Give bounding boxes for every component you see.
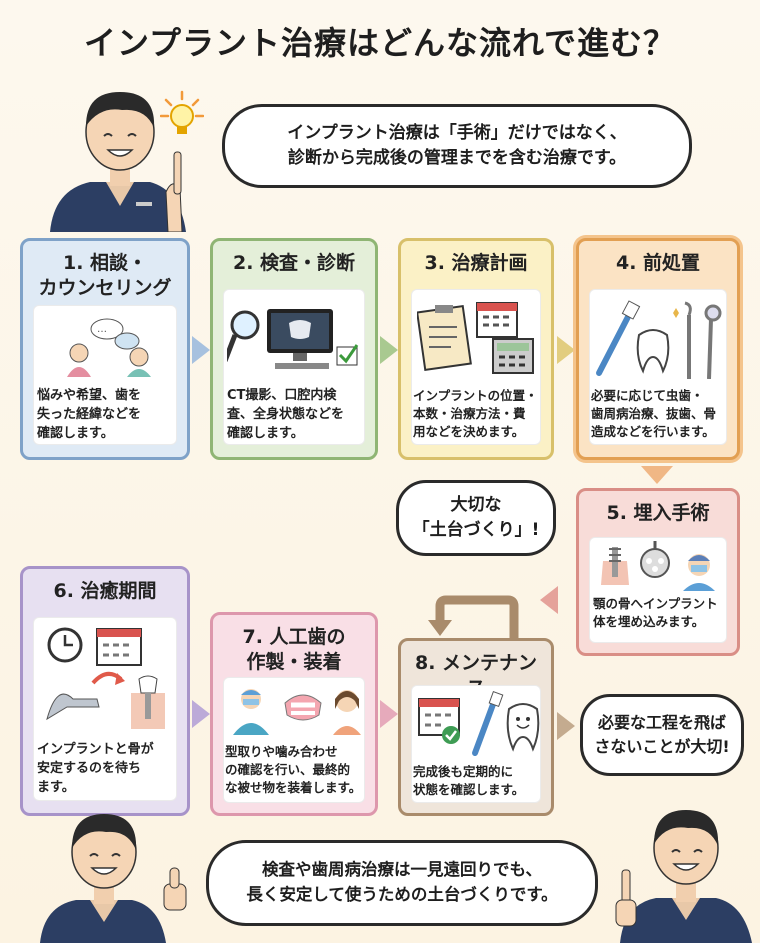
step-3-line-3: 用などを決めます。: [413, 424, 525, 440]
prosthesis-icons: [233, 689, 361, 735]
step-7-line-3: な被せ物を装着します。: [225, 780, 362, 796]
step-1-description: 悩みや希望、歯を 失った経緯などを 確認します。: [37, 387, 173, 444]
step-1-line-3: 確認します。: [37, 425, 114, 441]
surgery-icons: [601, 541, 715, 591]
doctor-pointing-illustration: [50, 92, 186, 232]
important-callout-bubble: 必要な工程を飛ば さないことが大切!: [580, 694, 744, 776]
important-line-1: 必要な工程を飛ば: [597, 713, 726, 732]
step-5-line-2: 体を埋め込みます。: [593, 614, 705, 630]
step-card-5: 5. 埋入手術 顎の骨へインプラント 体を埋め込みます。: [576, 488, 740, 656]
lightbulb-icon: [160, 90, 204, 134]
planning-icons: [417, 302, 534, 374]
step-1-title-line-1: 1. 相談・: [62, 252, 148, 274]
step-5-description: 顎の骨へインプラント 体を埋め込みます。: [593, 595, 731, 631]
step-4-line-2: 歯周病治療、抜歯、骨: [591, 406, 717, 422]
step-2-line-2: 査、全身状態などを: [227, 406, 345, 422]
maintenance-loop-arrow: [428, 595, 519, 640]
step-1-line-1: 悩みや希望、歯を: [37, 388, 142, 403]
step-8-description: 完成後も定期的に 状態を確認します。: [413, 763, 543, 799]
doctor-thumbs-up-illustration: [40, 814, 187, 943]
step-6-line-3: ます。: [37, 779, 75, 795]
step-6-line-2: 安定するのを待ち: [37, 760, 142, 776]
step-2-line-1: CT撮影、口腔内検: [227, 388, 337, 403]
step-1-line-2: 失った経緯などを: [37, 406, 142, 422]
step-card-8: 8. メンテナンス 完成後も定期的に 状態を確認します。: [398, 638, 554, 816]
pretreatment-icons: [596, 300, 722, 379]
step-card-1: 1. 相談・カウンセリング … 悩みや希望、歯を 失った経緯などを 確認します。: [20, 238, 190, 460]
step-4-line-1: 必要に応じて虫歯・: [591, 388, 704, 403]
maintenance-icons: [418, 691, 540, 756]
healing-icons: [46, 627, 165, 729]
step-2-description: CT撮影、口腔内検 査、全身状態などを 確認します。: [227, 387, 361, 444]
arrow-2-to-3: [380, 336, 398, 364]
svg-text:…: …: [97, 324, 107, 335]
step-2-title: 2. 検査・診断: [232, 252, 356, 274]
closing-speech-bubble: 検査や歯周病治療は一見遠回りでも、 長く安定して使うための土台づくりです。: [206, 840, 598, 926]
step-card-3: 3. 治療計画 インプラントの位置・ 本数・治療方法・費 用などを決めます。: [398, 238, 554, 460]
doctor-smiling-illustration: [615, 810, 752, 943]
step-card-2: 2. 検査・診断 CT撮影、口腔内検 査、全身状態などを 確認します。: [210, 238, 378, 460]
step-3-line-1: インプラントの位置・: [413, 388, 538, 403]
consultation-icon: …: [67, 318, 151, 377]
foundation-line-2: 「土台づくり」!: [412, 520, 540, 540]
step-4-title: 4. 前処置: [615, 252, 701, 274]
closing-line-1: 検査や歯周病治療は一見遠回りでも、: [261, 860, 542, 880]
page-title: インプラント治療はどんな流れで進む？: [83, 24, 677, 62]
intro-speech-bubble: インプラント治療は「手術」だけではなく、 診断から完成後の管理までを含む治療です…: [222, 104, 692, 188]
step-2-line-3: 確認します。: [227, 425, 304, 441]
step-4-line-3: 造成などを行います。: [591, 424, 715, 440]
step-6-line-1: インプラントと骨が: [37, 742, 154, 757]
step-8-line-2: 状態を確認します。: [413, 782, 525, 798]
step-7-title-line-2: 作製・装着: [246, 650, 342, 673]
step-7-line-2: の確認を行い、最終的: [225, 762, 351, 778]
step-card-6: 6. 治癒期間 インプラントと骨が 安定するのを待ち ます。: [20, 566, 190, 816]
foundation-callout-bubble: 大切な 「土台づくり」!: [396, 480, 556, 556]
step-1-title-line-2: カウンセリング: [38, 276, 172, 299]
arrow-1-to-2: [192, 336, 210, 364]
arrow-5-to-6: [540, 586, 558, 614]
step-7-title-line-1: 7. 人工歯の: [242, 626, 346, 648]
arrow-6-to-7: [192, 700, 210, 728]
arrow-7-to-8: [380, 700, 398, 728]
foundation-line-1: 大切な: [450, 494, 502, 515]
closing-line-2: 長く安定して使うための土台づくりです。: [246, 885, 558, 904]
step-7-description: 型取りや噛み合わせ の確認を行い、最終的 な被せ物を装着します。: [225, 743, 369, 797]
important-line-2: さないことが大切!: [594, 737, 730, 756]
step-4-description: 必要に応じて虫歯・ 歯周病治療、抜歯、骨 造成などを行います。: [591, 387, 731, 441]
step-8-line-1: 完成後も定期的に: [413, 764, 514, 779]
intro-line-2: 診断から完成後の管理までを含む治療です。: [287, 148, 627, 168]
arrow-8-to-callout: [557, 712, 575, 740]
arrow-4-to-5: [641, 466, 673, 484]
step-card-7: 7. 人工歯の作製・装着 型取りや噛み合わせ の確認を行い、最終的 な被せ物を装…: [210, 612, 378, 816]
intro-line-1: インプラント治療は「手術」だけではなく、: [287, 122, 627, 143]
step-3-line-2: 本数・治療方法・費: [413, 406, 526, 422]
step-card-4: 4. 前処置 必要に応じて虫歯・ 歯周病治療、抜歯、骨 造成などを行います。: [576, 238, 740, 460]
step-3-title: 3. 治療計画: [424, 252, 528, 274]
step-6-description: インプラントと骨が 安定するのを待ち ます。: [37, 741, 173, 798]
examination-icons: [227, 309, 359, 369]
step-6-title: 6. 治癒期間: [53, 580, 157, 602]
step-7-line-1: 型取りや噛み合わせ: [225, 744, 338, 759]
step-5-line-1: 顎の骨へインプラント: [593, 596, 718, 611]
arrow-3-to-4: [557, 336, 575, 364]
step-3-description: インプラントの位置・ 本数・治療方法・費 用などを決めます。: [413, 387, 543, 441]
step-5-title: 5. 埋入手術: [606, 502, 710, 524]
